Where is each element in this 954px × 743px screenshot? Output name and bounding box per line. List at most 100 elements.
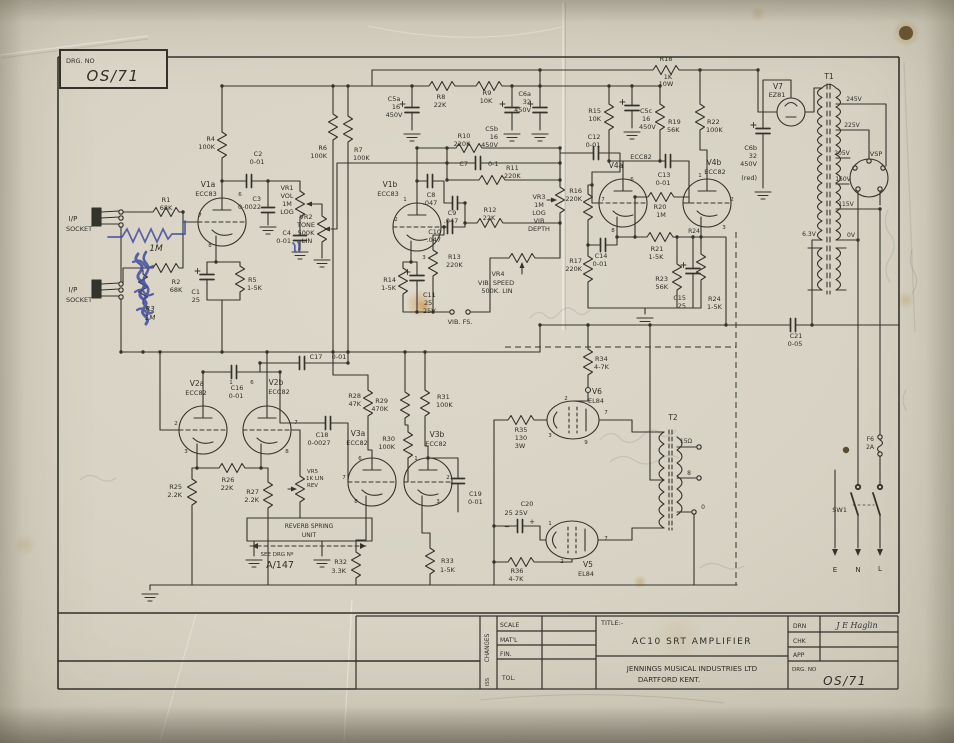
component-label: 25 25V <box>504 509 528 517</box>
component-label: 0-01 <box>332 353 347 361</box>
resistor-r24 <box>695 249 707 285</box>
component-label: 9 <box>584 440 588 446</box>
paper-stains <box>13 6 920 662</box>
component-label: 2.2K <box>244 496 259 504</box>
valve-v2b-ecc82 <box>242 405 292 455</box>
component-label: 68K <box>160 204 173 212</box>
component-label: 500K. LIN <box>481 287 512 295</box>
component-label: R1 <box>162 196 171 204</box>
component-label: 0-01 <box>586 141 601 149</box>
ground-symbol <box>403 133 421 142</box>
component-label: 3 <box>422 255 426 261</box>
resistor-r8 <box>424 80 460 92</box>
component-label: 8 <box>208 243 212 249</box>
ground-symbol <box>291 251 309 260</box>
valve-v4b-ecc82 <box>682 178 732 228</box>
component-label: 1K <box>664 73 673 81</box>
component-label: EZ81 <box>769 91 786 99</box>
component-label: I/P <box>69 286 78 294</box>
component-label: 2 <box>730 197 734 203</box>
component-label: LOG <box>532 209 546 217</box>
component-label: VR5 <box>307 469 319 475</box>
resistor-r26 <box>214 462 250 474</box>
sheet-border <box>57 56 900 690</box>
component-label: 3.3K <box>331 567 346 575</box>
component-label: 15Ω <box>680 438 693 445</box>
component-label: 100K <box>706 126 723 134</box>
resistor-r31 <box>419 385 431 421</box>
component-label: 2 <box>446 475 450 481</box>
component-label: V6 <box>592 387 602 396</box>
component-label: 7 <box>604 410 608 416</box>
component-label: R22 <box>707 118 720 126</box>
capacitor-c2 <box>242 173 256 189</box>
component-label: 6 <box>250 380 254 386</box>
input-jack-2 <box>91 279 124 300</box>
component-label: R17 <box>569 257 582 265</box>
vibrato-footswitch <box>449 309 471 315</box>
component-label: 220K <box>504 172 521 180</box>
component-label: 6.3V <box>802 231 817 238</box>
component-label: 205V <box>834 150 850 157</box>
component-label: VR4 <box>491 270 504 278</box>
component-label: VOL <box>280 192 293 200</box>
component-label: 1-5K <box>707 303 723 311</box>
component-label: C5b <box>485 125 498 133</box>
component-label: SEE DRG Nº <box>261 551 294 558</box>
component-label: 2 <box>394 217 398 223</box>
drn-signature: J E Haglin <box>834 621 877 630</box>
title-block-row-scale: SCALE <box>500 622 519 629</box>
drn-label: DRN <box>793 623 806 630</box>
valve-v4a-ecc82 <box>598 178 648 228</box>
input-jack-1 <box>91 207 124 228</box>
title-block-row-fin: FIN. <box>500 651 512 658</box>
component-label: C14 <box>595 252 608 260</box>
capacitor-c17 <box>295 355 309 371</box>
component-label: DEPTH <box>528 225 550 233</box>
component-label: C9 <box>448 209 457 217</box>
component-label: ECC82 <box>630 153 651 161</box>
component-label: 450V <box>639 123 656 131</box>
component-label: R34 <box>595 355 608 363</box>
component-label: C4 <box>282 229 291 237</box>
component-label: VIB. SPEED <box>478 279 514 287</box>
component-label: R13 <box>448 253 461 261</box>
component-label: VR3 <box>532 193 545 201</box>
component-label: 7 <box>294 420 298 426</box>
capacitor-c5a <box>399 100 420 118</box>
grid-terminal <box>584 386 592 394</box>
component-label: 1M <box>282 200 292 208</box>
capacitor-c16 <box>227 364 241 380</box>
component-label: 1M <box>656 211 666 219</box>
component-label: 7 <box>604 536 608 542</box>
component-label: ECC82 <box>268 388 289 396</box>
valve-v3b-ecc82 <box>403 457 453 507</box>
company-name: JENNINGS MUSICAL INDUSTRIES LTD <box>626 664 758 673</box>
component-label: V1b <box>383 180 398 189</box>
title-block-text: SCALE MAT'L FIN. TOL. CHANGES ISS TITLE:… <box>485 619 878 688</box>
capacitor-c14 <box>596 237 610 253</box>
ground-symbol <box>313 559 331 568</box>
ground-symbol <box>623 131 641 140</box>
resistor-r36 <box>503 556 539 568</box>
component-label: 0-01 <box>229 392 244 400</box>
component-label: + <box>529 518 535 526</box>
drg-no-value: OS/71 <box>823 674 867 688</box>
capacitor-c5c <box>619 98 640 116</box>
component-label: V3a <box>351 429 366 438</box>
component-label: 450V <box>386 111 403 119</box>
component-label: C15 <box>673 294 686 302</box>
component-label: EL84 <box>578 570 594 578</box>
component-label: R27 <box>246 488 259 496</box>
component-label: ECC82 <box>185 389 206 397</box>
capacitor-c20 <box>513 518 527 534</box>
component-label: 2 <box>174 421 178 427</box>
component-label: 32 <box>749 152 757 160</box>
ground-symbol <box>754 191 772 200</box>
component-label: UNIT <box>302 532 317 539</box>
resistor-r30 <box>402 427 414 463</box>
component-label: C3 <box>252 195 261 203</box>
component-label: V4a <box>609 161 624 170</box>
resistor-r20 <box>643 191 679 203</box>
component-label: SW1 <box>832 506 847 514</box>
